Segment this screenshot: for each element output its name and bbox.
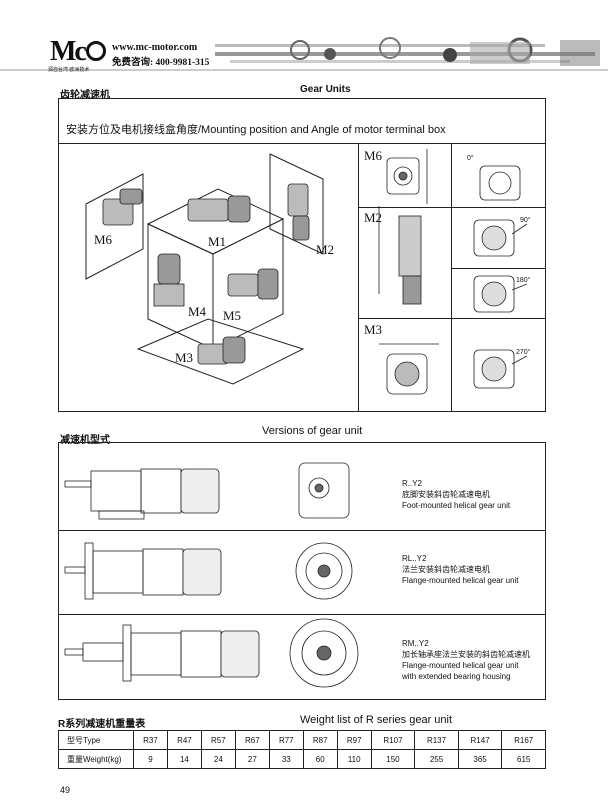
label-m6: M6 bbox=[94, 232, 113, 247]
versions-title-en: Versions of gear unit bbox=[262, 425, 363, 437]
versions-title-cn: 减速机型式 bbox=[60, 435, 110, 446]
side-label-m3: M3 bbox=[364, 322, 383, 337]
phone-number: 免费咨询: 400-9981-315 bbox=[112, 58, 210, 68]
weight-title-en: Weight list of R series gear unit bbox=[300, 714, 453, 726]
version-1: R..Y2 底脚安装斜齿轮减速电机 Foot-mounted helical g… bbox=[402, 479, 511, 510]
mounting-position-box bbox=[58, 98, 546, 412]
type-row-label: 型号Type bbox=[58, 730, 134, 750]
angle-270: 270° bbox=[516, 348, 531, 356]
page-number: 49 bbox=[60, 785, 71, 795]
gear-icon bbox=[85, 41, 106, 61]
header-banner bbox=[0, 37, 608, 71]
gear-units-title-cn: 齿轮减速机 bbox=[60, 90, 110, 101]
versions-drawings bbox=[64, 462, 359, 688]
weight-row-label: 重量Weight(kg) bbox=[58, 749, 134, 769]
label-m3: M3 bbox=[175, 350, 193, 365]
mounting-cube-diagram: M6 M1 M2 M4 M5 M3 bbox=[85, 153, 334, 385]
angle-180: 180° bbox=[516, 276, 531, 284]
gear-units-title-en: Gear Units bbox=[300, 84, 351, 95]
logo-tagline: 源自台湾 欧洲技术 bbox=[48, 67, 90, 73]
side-view-sketches bbox=[378, 149, 439, 395]
label-m2: M2 bbox=[316, 242, 334, 257]
weight-title-cn: R系列减速机重量表 bbox=[58, 719, 146, 730]
angle-0: 0° bbox=[467, 154, 474, 162]
side-label-m2: M2 bbox=[364, 210, 383, 225]
logo: Mc bbox=[50, 36, 106, 68]
angle-90: 90° bbox=[520, 216, 531, 224]
terminal-box-angle-diagrams: 0° 90° 180° 270° bbox=[467, 154, 531, 389]
mounting-position-title: 安装方位及电机接线盒角度/Mounting position and Angle… bbox=[66, 124, 446, 136]
label-m1: M1 bbox=[208, 234, 226, 249]
label-m5: M5 bbox=[223, 308, 241, 323]
version-3: RM..Y2 加长轴承座法兰安装的斜齿轮减速机 Flange-mounted h… bbox=[402, 639, 530, 681]
label-m4: M4 bbox=[188, 304, 207, 319]
versions-box bbox=[58, 442, 546, 700]
website-url: www.mc-motor.com bbox=[112, 42, 198, 53]
side-label-m6: M6 bbox=[364, 148, 383, 163]
version-2: RL..Y2 法兰安装斜齿轮减速电机 Flange-mounted helica… bbox=[402, 554, 519, 585]
